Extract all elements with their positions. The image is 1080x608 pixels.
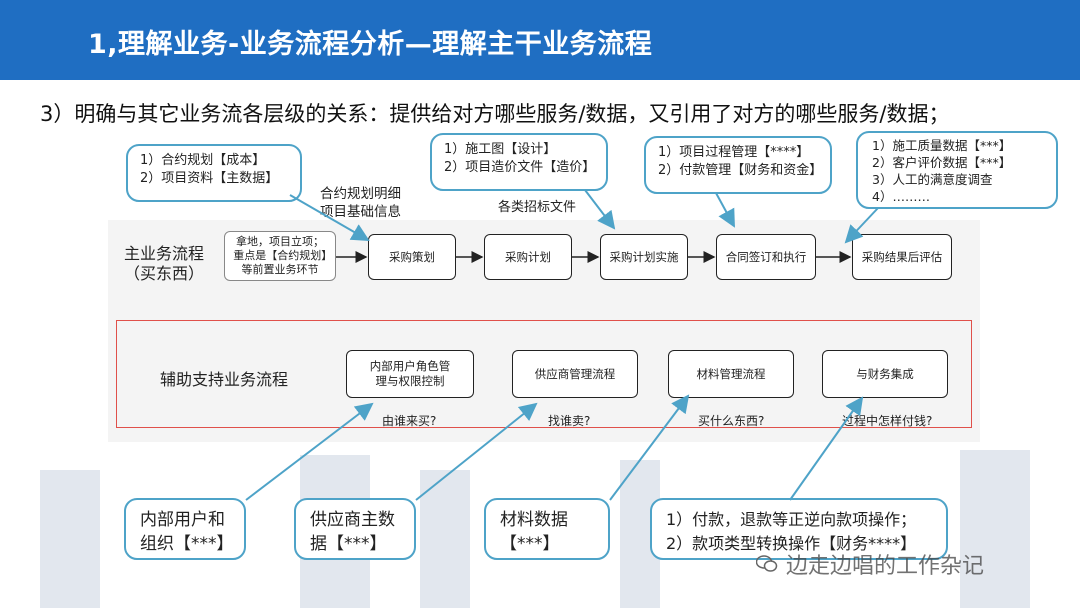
callout-connector (844, 207, 879, 244)
bottom-box-supplier-data: 供应商主数 据【***】 (294, 498, 416, 560)
main-step-procurement-planning: 采购策划 (368, 234, 456, 280)
callout-connector (289, 194, 370, 241)
annotation-project-info: 项目基础信息 (320, 204, 401, 220)
main-step-contract-execution: 合同签订和执行 (716, 234, 816, 280)
callout-line: 1）合约规划【成本】 (140, 153, 266, 168)
question-how-to-pay: 过程中怎样付钱? (842, 414, 933, 428)
main-flow-sublabel: （买东西） (124, 264, 205, 283)
callout-line: 2）付款管理【财务和资金】 (658, 163, 823, 178)
bottom-box-material-data: 材料数据 【***】 (484, 498, 610, 560)
bottom-connector (415, 402, 538, 501)
callout-line: 4）……… (872, 189, 930, 204)
callout-design-drawings: 1）施工图【设计】 2）项目造价文件【造价】 (430, 133, 608, 191)
support-step-finance-integration: 与财务集成 (822, 350, 948, 398)
bottom-connector (245, 402, 374, 501)
main-step-post-evaluation: 采购结果后评估 (852, 234, 952, 280)
wechat-icon (755, 555, 778, 573)
annotation-contract-detail: 合约规划明细 (320, 186, 401, 202)
title-bar (0, 0, 1080, 80)
callout-line: 2）项目造价文件【造价】 (444, 160, 596, 175)
support-step-material-management: 材料管理流程 (668, 350, 794, 398)
support-step-user-roles: 内部用户角色管理与权限控制 (346, 350, 474, 398)
skyline-decoration (420, 470, 470, 608)
support-flow-frame (116, 320, 972, 428)
bottom-box-line: 组织【***】 (140, 534, 234, 554)
question-who-buys: 由谁来买? (382, 414, 437, 428)
bottom-box-line: 1）付款，退款等正逆向款项操作； (666, 510, 917, 529)
callout-line: 2）客户评价数据【***】 (872, 155, 1012, 170)
bottom-box-line: 供应商主数 (310, 510, 395, 530)
page-title: 1,理解业务-业务流程分析—理解主干业务流程 (88, 29, 653, 60)
bottom-box-line: 材料数据 (500, 510, 568, 530)
callout-line: 3）人工的满意度调查 (872, 172, 993, 187)
bottom-box-payment-ops: 1）付款，退款等正逆向款项操作； 2）款项类型转换操作【财务****】 (650, 498, 948, 560)
callout-line: 2）项目资料【主数据】 (140, 171, 279, 186)
bottom-box-internal-users: 内部用户和 组织【***】 (124, 498, 246, 560)
bottom-box-line: 内部用户和 (140, 510, 225, 530)
question-who-sells: 找谁卖? (548, 414, 591, 428)
main-flow-label: 主业务流程 (124, 244, 205, 263)
watermark-text: 边走边唱的工作杂记 (786, 554, 985, 579)
support-step-supplier-management: 供应商管理流程 (512, 350, 638, 398)
bottom-box-line: 2）款项类型转换操作【财务****】 (666, 534, 917, 553)
callout-line: 1）施工图【设计】 (444, 142, 557, 157)
callout-connector (715, 192, 735, 228)
bottom-connector (609, 394, 690, 501)
callout-project-management: 1）项目过程管理【****】 2）付款管理【财务和资金】 (644, 136, 832, 194)
callout-contract-planning: 1）合约规划【成本】 2）项目资料【主数据】 (126, 144, 302, 202)
main-step-procurement-plan: 采购计划 (484, 234, 572, 280)
watermark: 边走边唱的工作杂记 (755, 548, 985, 580)
callout-line: 1）项目过程管理【****】 (658, 145, 810, 160)
callout-connector (584, 189, 616, 230)
annotation-bidding-files: 各类招标文件 (498, 200, 577, 215)
skyline-decoration (40, 470, 100, 608)
support-flow-label: 辅助支持业务流程 (160, 370, 289, 389)
bottom-box-line: 【***】 (500, 534, 560, 554)
question-what-to-buy: 买什么东西? (698, 414, 765, 428)
page-subtitle: 3）明确与其它业务流各层级的关系：提供给对方哪些服务/数据，又引用了对方的哪些服… (40, 102, 950, 126)
callout-quality-data: 1）施工质量数据【***】 2）客户评价数据【***】 3）人工的满意度调查 4… (856, 131, 1058, 209)
callout-line: 1）施工质量数据【***】 (872, 138, 1012, 153)
main-flow-start-note: 拿地，项目立项；重点是【合约规划】等前置业务环节 (224, 231, 336, 281)
main-step-plan-execution: 采购计划实施 (600, 234, 688, 280)
bottom-box-line: 据【***】 (310, 534, 387, 554)
skyline-decoration (960, 450, 1030, 608)
bottom-connector (789, 396, 864, 501)
